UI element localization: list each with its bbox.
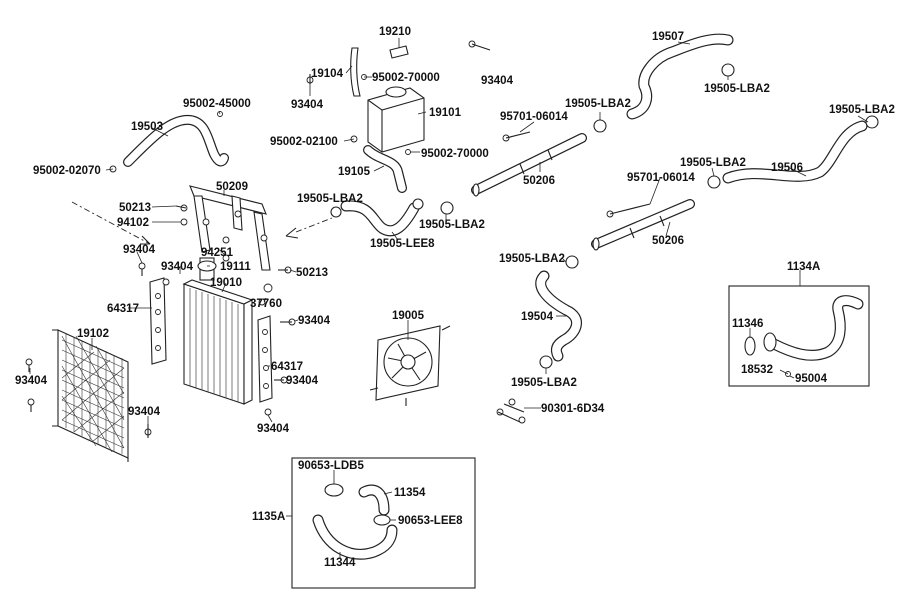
label-93404-left: 93404 [291, 99, 324, 111]
label-95002-45000: 95002-45000 [183, 98, 251, 110]
label-93404-f: 93404 [128, 406, 161, 418]
inset-1135a [286, 457, 476, 589]
hose-19503 [123, 114, 229, 167]
label-19505-lba2-b: 19505-LBA2 [704, 83, 770, 95]
label-19505-lee8: 19505-LEE8 [370, 238, 435, 250]
label-95002-70000-b: 95002-70000 [421, 148, 489, 160]
label-11346: 11346 [732, 318, 763, 330]
frame-bracket [189, 185, 271, 271]
label-19505-lba2-e: 19505-LBA2 [297, 193, 363, 205]
label-18532: 18532 [741, 364, 773, 376]
label-93404-g: 93404 [257, 423, 290, 435]
cooling-fan [369, 325, 451, 406]
label-90653-lee8: 90653-LEE8 [398, 515, 463, 527]
label-19504: 19504 [521, 311, 554, 323]
label-50213-b: 50213 [296, 267, 328, 279]
label-95701-06014-b: 95701-06014 [627, 172, 695, 184]
label-19102: 19102 [77, 328, 109, 340]
label-93404-a: 93404 [123, 244, 156, 256]
label-19505-lba2-h: 19505-LBA2 [511, 377, 577, 389]
label-19505-lba2-f: 19505-LBA2 [419, 219, 485, 231]
label-64317-a: 64317 [107, 303, 139, 315]
label-50209: 50209 [216, 181, 248, 193]
label-19505-lba2-g: 19505-LBA2 [499, 253, 565, 265]
label-94102: 94102 [117, 217, 149, 229]
label-93404-c: 93404 [298, 315, 331, 327]
reservoir-tube [363, 145, 407, 193]
label-19010: 19010 [210, 277, 242, 289]
label-19210: 19210 [379, 26, 411, 38]
hose-19507 [626, 33, 734, 120]
assembly-arrows [71, 201, 333, 245]
label-1134a: 1134A [787, 261, 820, 273]
label-19505-lba2-d: 19505-LBA2 [680, 157, 746, 169]
label-50206-a: 50206 [523, 175, 555, 187]
label-95004: 95004 [795, 373, 828, 385]
pipe-50206-upper [471, 133, 587, 197]
label-95002-02070: 95002-02070 [33, 165, 101, 177]
label-19503: 19503 [131, 121, 163, 133]
pipe-50206-lower [591, 199, 695, 251]
part-labels: 19210 19507 19104 95002-70000 93404 9340… [15, 26, 895, 569]
label-11354: 11354 [394, 487, 426, 499]
label-19101: 19101 [429, 107, 462, 119]
label-90653-ldb5: 90653-LDB5 [298, 460, 364, 472]
label-19104: 19104 [311, 68, 344, 80]
label-19506: 19506 [771, 162, 803, 174]
label-95701-06014-a: 95701-06014 [500, 111, 568, 123]
label-19105: 19105 [338, 166, 371, 178]
radiator-screen [52, 329, 129, 462]
fasteners [25, 40, 879, 438]
hose-19504 [535, 270, 582, 362]
label-19505-lba2-c: 19505-LBA2 [829, 104, 895, 116]
label-19111: 19111 [220, 261, 251, 273]
label-94251: 94251 [201, 247, 234, 259]
radiator-core [182, 257, 254, 405]
label-1135a: 1135A [252, 511, 285, 523]
inset-1134a [728, 270, 870, 387]
label-93404-e: 93404 [286, 375, 319, 387]
label-19505-lba2-a: 19505-LBA2 [565, 98, 631, 110]
label-95002-02100: 95002-02100 [270, 136, 338, 148]
hose-19505-lee8 [330, 198, 424, 237]
label-64317-b: 64317 [271, 361, 303, 373]
label-95002-70000-a: 95002-70000 [372, 72, 440, 84]
label-19507: 19507 [652, 31, 684, 43]
label-50206-b: 50206 [652, 235, 684, 247]
label-19005: 19005 [392, 310, 425, 322]
label-37760: 37760 [250, 298, 282, 310]
coolant-reservoir [350, 45, 425, 153]
label-50213-a: 50213 [119, 202, 151, 214]
hose-19506 [722, 120, 868, 184]
label-11344: 11344 [324, 557, 356, 569]
radiator-brackets [149, 277, 273, 403]
label-93404-b: 93404 [161, 261, 194, 273]
label-93404-top: 93404 [481, 75, 514, 87]
leader-lines [29, 38, 869, 558]
label-90301-6d34: 90301-6D34 [541, 403, 605, 415]
label-93404-d: 93404 [15, 375, 48, 387]
